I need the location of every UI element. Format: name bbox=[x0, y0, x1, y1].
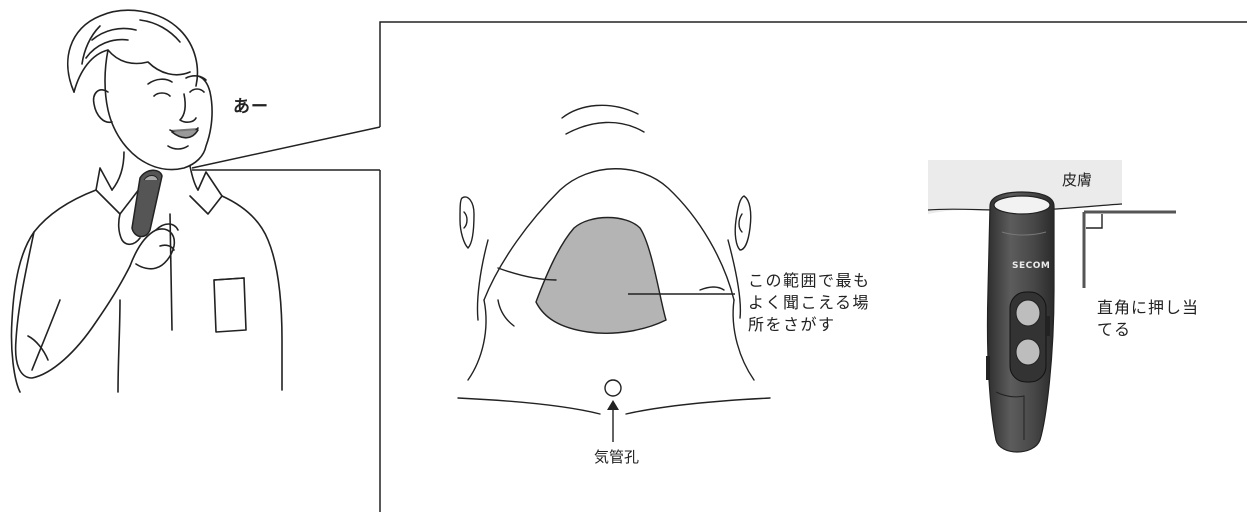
area-note-line-2: よく聞こえる場 bbox=[748, 293, 871, 312]
up-arrow-icon bbox=[607, 400, 619, 442]
area-note-line-3: 所をさがす bbox=[748, 315, 836, 334]
perp-note-line-1: 直角に押し当 bbox=[1097, 298, 1200, 317]
stoma-label: 気管孔 bbox=[594, 448, 640, 466]
perpendicular-note: 直角に押し当 てる bbox=[1097, 297, 1199, 341]
neck-front-icon bbox=[457, 104, 771, 415]
skin-label: 皮膚 bbox=[1062, 171, 1093, 189]
man-figure-icon bbox=[10, 9, 283, 393]
stoma-icon bbox=[604, 379, 622, 397]
right-angle-marker bbox=[1082, 210, 1176, 288]
device-brand-label: SECOM bbox=[1012, 261, 1051, 271]
listening-area-note: この範囲で最も よく聞こえる場 所をさがす bbox=[748, 270, 871, 336]
area-note-line-1: この範囲で最も bbox=[748, 271, 871, 290]
electrolarynx-small-icon bbox=[131, 169, 163, 238]
zoom-frame bbox=[191, 21, 1247, 512]
perp-note-line-2: てる bbox=[1097, 320, 1132, 339]
electrolarynx-device-icon bbox=[986, 191, 1055, 453]
speech-text: あー bbox=[233, 97, 269, 117]
